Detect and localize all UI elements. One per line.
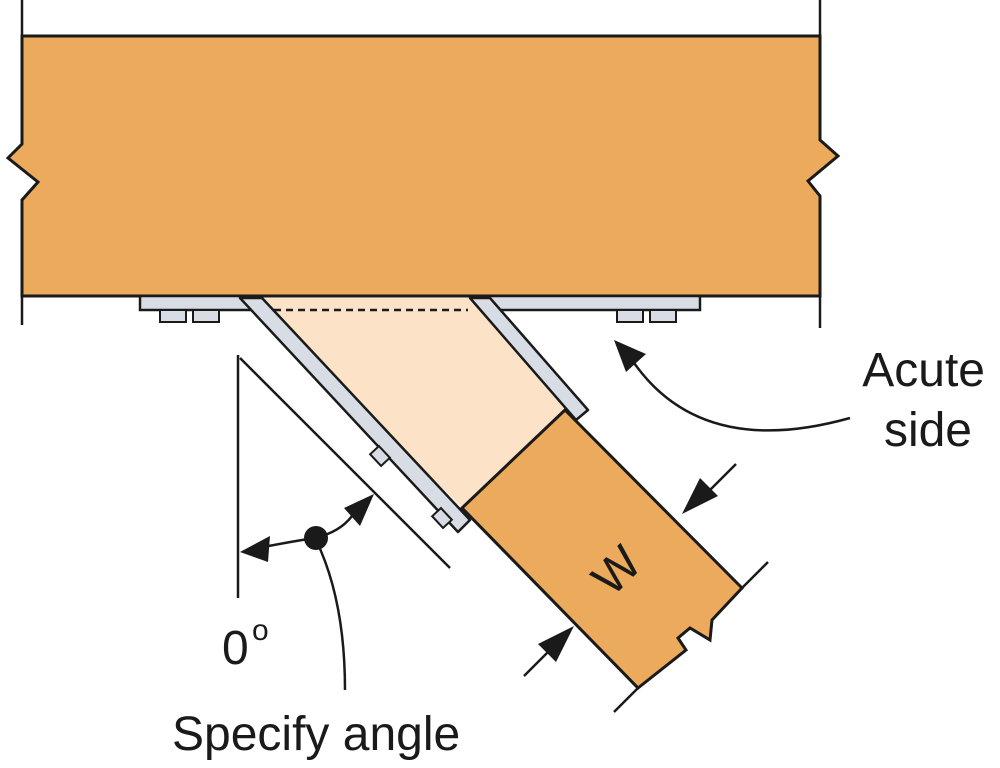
- hanger-left-flange: [138, 294, 257, 312]
- hanger-right-flange: [466, 294, 702, 312]
- header-extension-lines: [20, 0, 822, 328]
- nail-head: [192, 309, 220, 323]
- header-beam: [5, 34, 841, 298]
- acute-side-arrowhead: [614, 340, 646, 372]
- zero-angle-label: 0: [222, 622, 249, 675]
- specify-angle-leader: [314, 539, 347, 691]
- width-arrow-bottom: [538, 626, 574, 662]
- nail-head: [368, 444, 392, 468]
- hidden-lines: [262, 308, 566, 509]
- angle-reference-lines: [236, 355, 451, 598]
- joist-beam: [459, 407, 745, 691]
- angle-dimension: [257, 515, 353, 550]
- fasteners: [159, 309, 677, 530]
- arrowhead-right: [344, 494, 374, 526]
- angle-pivot-dot: [304, 526, 328, 550]
- nail-head: [616, 309, 644, 323]
- zero-angle-degree-mark: o: [252, 614, 269, 647]
- nail-head: [159, 309, 187, 323]
- width-dimension: [523, 463, 769, 713]
- acute-side-label-line2: side: [884, 404, 972, 457]
- hanger-right-side: [468, 296, 590, 422]
- specify-angle-label: Specify angle: [172, 708, 460, 761]
- acute-side-leader: [630, 359, 851, 432]
- skew-reference-line: [239, 357, 451, 569]
- joist-in-hanger: [255, 298, 565, 508]
- acute-side-label-line1: Acute: [862, 344, 985, 397]
- arrowhead-left: [240, 536, 270, 562]
- nail-head: [430, 506, 454, 530]
- width-arrow-top: [682, 478, 718, 514]
- nail-head: [649, 309, 677, 323]
